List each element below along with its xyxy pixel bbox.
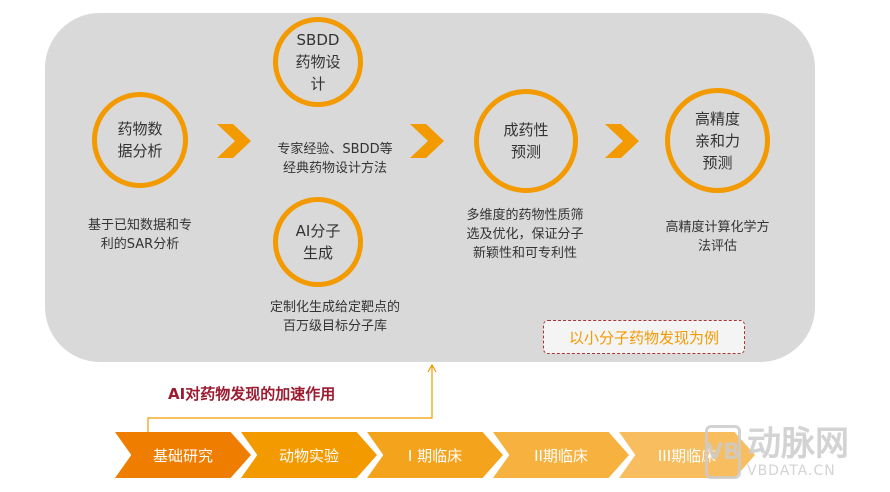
stage-label: III期临床: [657, 446, 717, 465]
watermark-url: VBDATA.CN: [747, 463, 836, 479]
stage-phase-3: III期临床: [619, 432, 755, 478]
watermark-name: 动脉网: [747, 424, 849, 464]
accelerate-title: AI对药物发现的加速作用: [168, 385, 336, 403]
step-desc-druggability: 多维度的药物性质筛 选及优化，保证分子 新颖性和可专利性: [466, 208, 584, 261]
chevron-right-icon: [410, 124, 444, 158]
stage-label: 动物实验: [278, 446, 339, 465]
vb-logo-icon: VB: [705, 425, 741, 479]
stage-phase-1: I 期临床: [367, 432, 503, 478]
diagram-panel: [45, 13, 815, 362]
step-circle-ai-generation: AI分子 生成: [273, 197, 363, 287]
watermark-logo: VB 动脉网 VBDATA.CN: [705, 425, 849, 479]
example-note: 以小分子药物发现为例: [543, 320, 745, 354]
stage-animal-test: 动物实验: [241, 432, 377, 478]
step-circle-druggability: 成药性 预测: [474, 89, 578, 193]
chevron-right-icon: [605, 124, 639, 158]
stage-basic-research: 基础研究: [115, 432, 251, 478]
stage-phase-2: II期临床: [493, 432, 629, 478]
step-circle-data-analysis: 药物数 据分析: [92, 92, 188, 188]
step-desc-sbdd: 专家经验、SBDD等 经典药物设计方法: [277, 142, 393, 176]
step-desc-data-analysis: 基于已知数据和专 利的SAR分析: [87, 218, 192, 252]
step-desc-affinity: 高精度计算化学方 法评估: [665, 220, 770, 254]
stage-label: I 期临床: [407, 446, 463, 465]
chevron-right-icon: [217, 124, 251, 158]
stage-label: II期临床: [534, 446, 588, 465]
step-circle-sbdd: SBDD 药物设 计: [273, 17, 363, 107]
step-desc-ai-generation: 定制化生成给定靶点的 百万级目标分子库: [269, 300, 400, 334]
step-circle-affinity: 高精度 亲和力 预测: [665, 88, 770, 193]
stage-label: 基础研究: [152, 446, 213, 465]
